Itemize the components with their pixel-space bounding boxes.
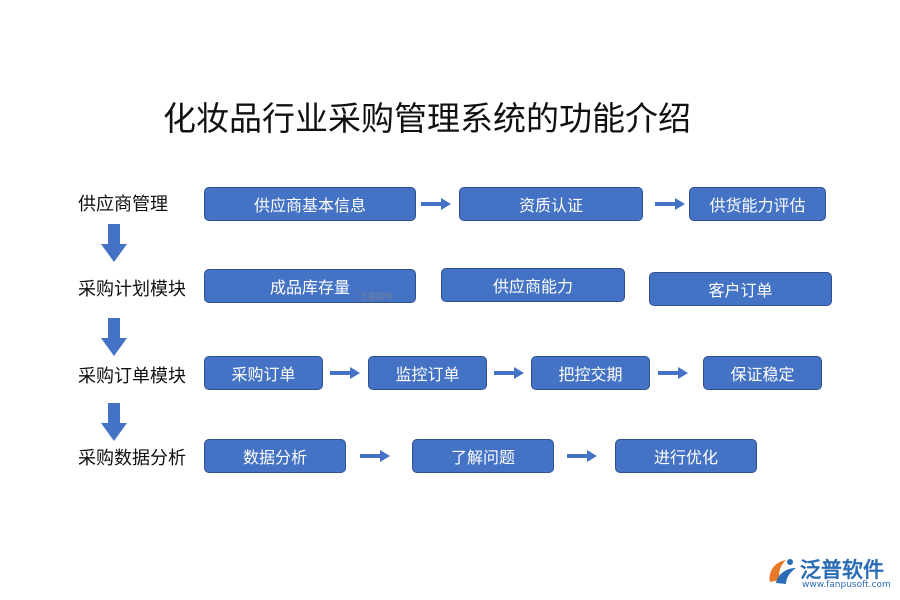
row-label-purchase-order: 采购订单模块: [78, 366, 186, 387]
brand-url: www.fanpusoft.com: [802, 580, 891, 590]
box-supplier-basic-info: 供应商基本信息: [204, 187, 416, 221]
right-arrow: [658, 367, 688, 379]
down-arrow-2: [101, 318, 127, 356]
down-arrow-1: [101, 224, 127, 262]
fanpu-logo-icon: [769, 559, 796, 584]
row-label-supplier-management: 供应商管理: [78, 194, 168, 215]
box-supply-capacity-evaluation: 供货能力评估: [689, 187, 826, 221]
box-optimize: 进行优化: [615, 439, 757, 473]
brand-name: 泛普软件: [800, 558, 884, 582]
right-arrow: [421, 198, 451, 210]
right-arrow: [655, 198, 685, 210]
right-arrow: [567, 450, 597, 462]
box-supplier-capacity: 供应商能力: [441, 268, 625, 302]
brand-logo: 泛普软件 www.fanpusoft.com: [766, 552, 896, 598]
right-arrow: [360, 450, 390, 462]
box-understand-problems: 了解问题: [412, 439, 554, 473]
down-arrow-3: [101, 403, 127, 441]
box-customer-order: 客户订单: [649, 272, 832, 306]
row-label-purchase-plan: 采购计划模块: [78, 279, 186, 300]
row-label-purchase-analysis: 采购数据分析: [78, 448, 186, 469]
box-monitor-order: 监控订单: [368, 356, 487, 390]
right-arrow: [494, 367, 524, 379]
diagram-title: 化妆品行业采购管理系统的功能介绍: [163, 99, 691, 138]
box-data-analysis: 数据分析: [204, 439, 346, 473]
box-ensure-stability: 保证稳定: [703, 356, 822, 390]
watermark: 泛普软件: [358, 293, 395, 303]
right-arrow: [330, 367, 360, 379]
box-purchase-order: 采购订单: [204, 356, 323, 390]
box-finished-goods-stock: 成品库存量: [204, 269, 416, 303]
box-qualification-certification: 资质认证: [459, 187, 643, 221]
box-control-delivery: 把控交期: [531, 356, 650, 390]
